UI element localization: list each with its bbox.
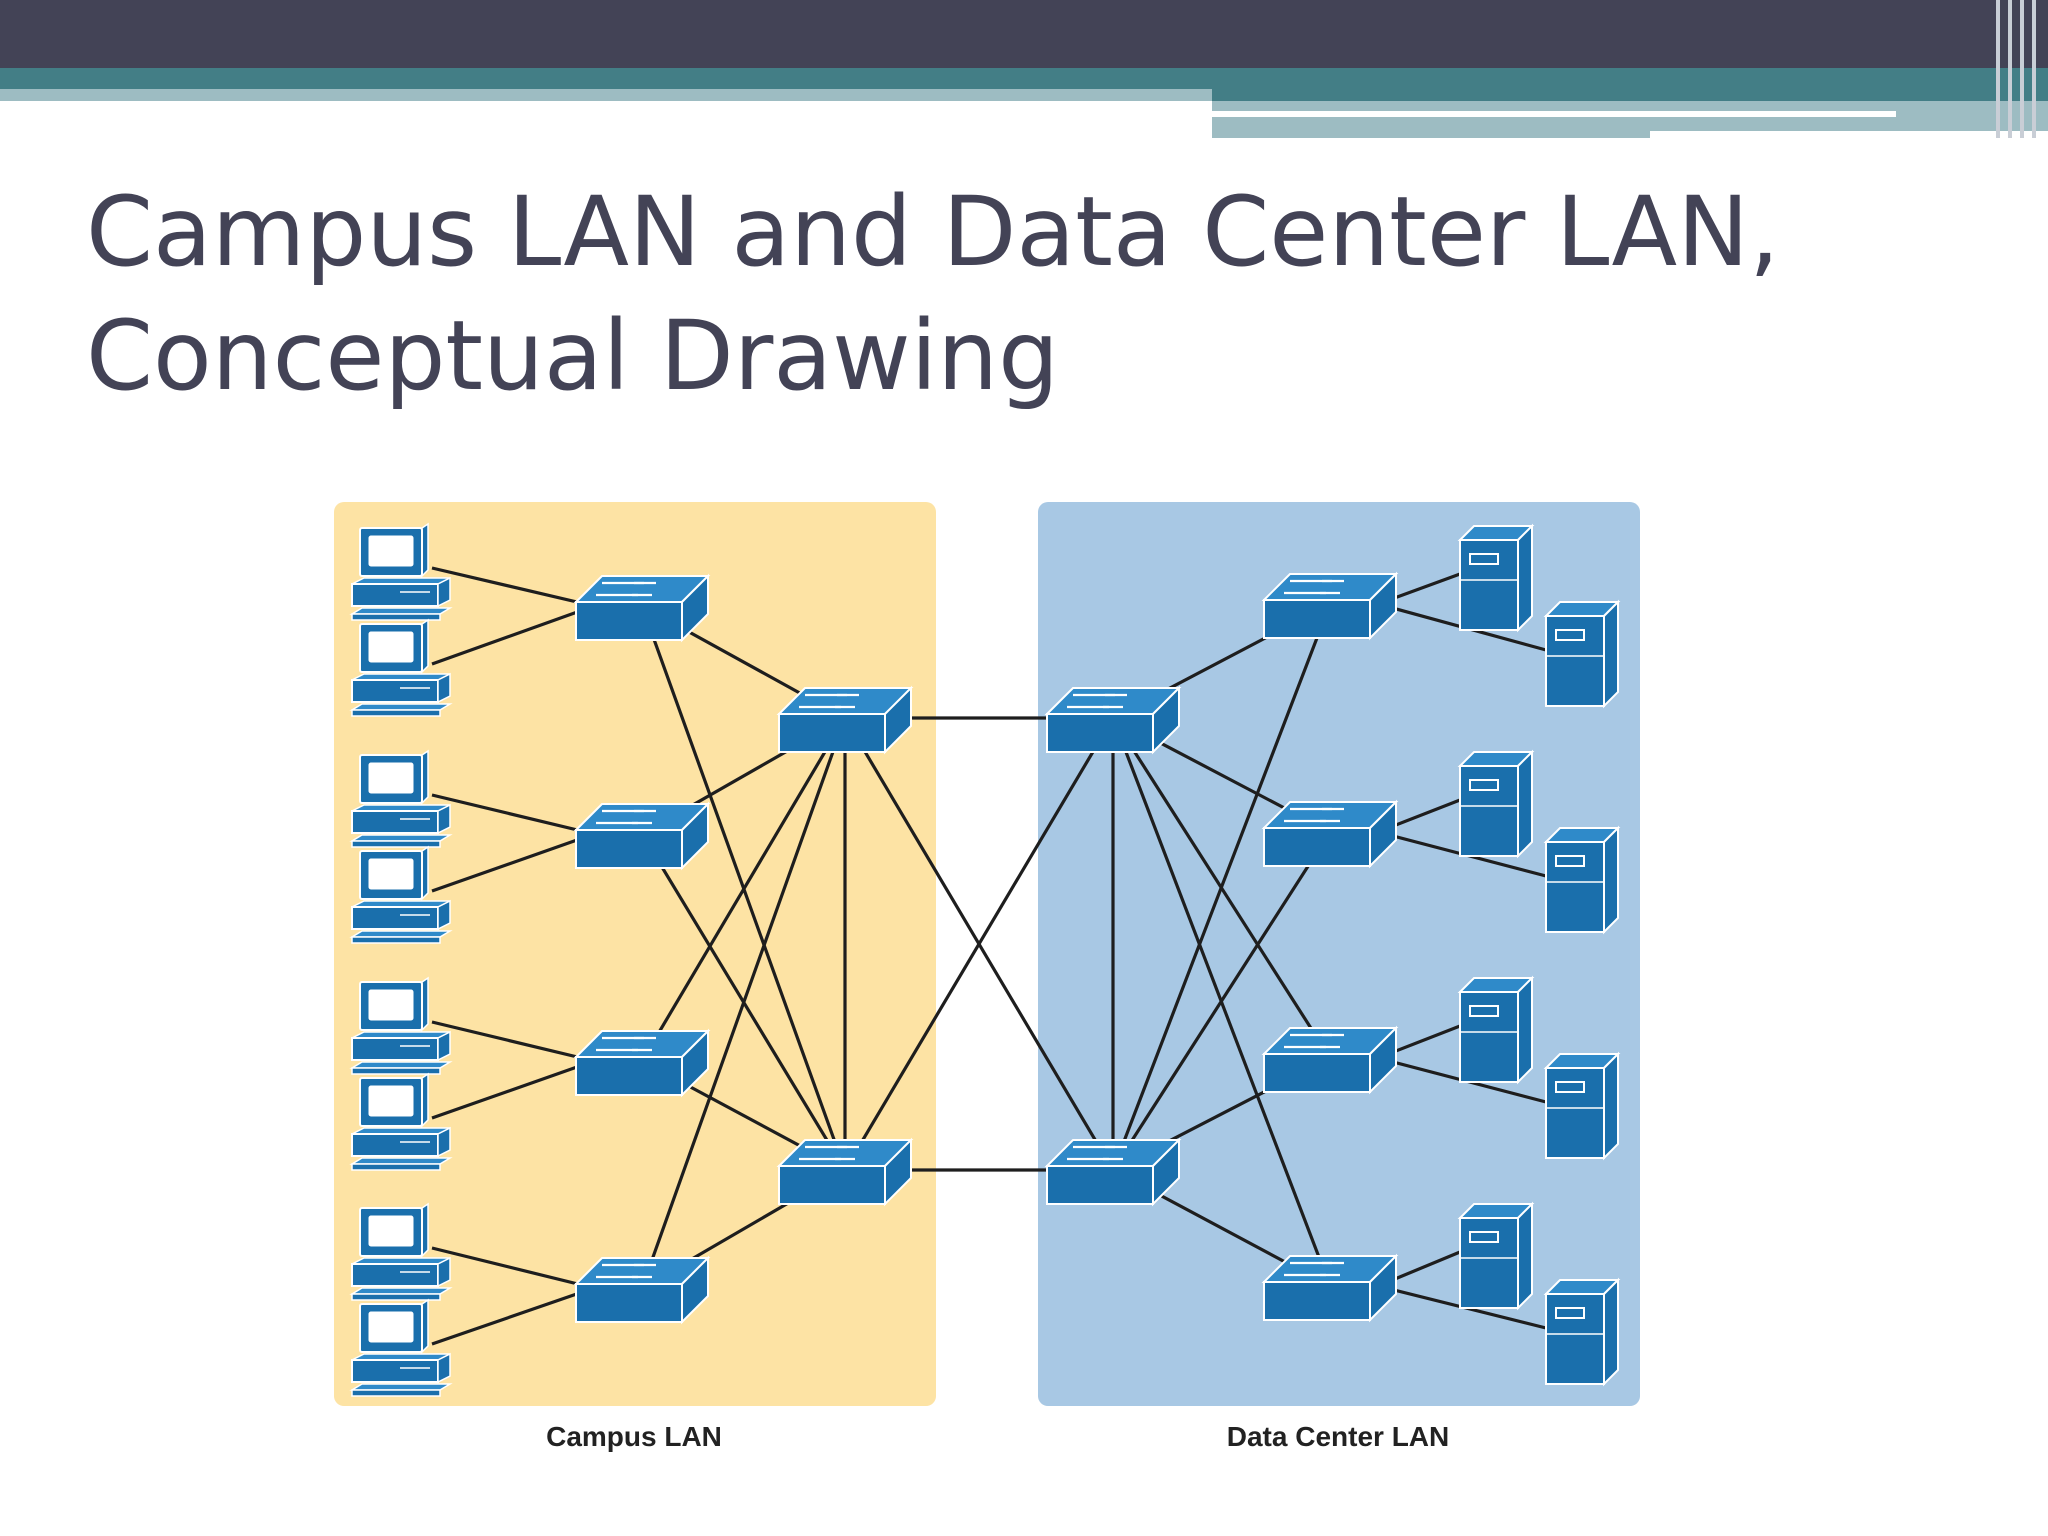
pc-icon [349,976,453,1075]
switch-icon [1261,1025,1399,1095]
switch-icon [573,573,711,643]
switch-icon [1044,1137,1182,1207]
devices-layer [349,522,1621,1397]
server-icon [1543,825,1621,935]
network-link [431,793,595,836]
server-icon [1457,975,1535,1085]
pc-icon [349,1072,453,1171]
banner-edge-bar [1996,0,2000,138]
pc-icon [349,1298,453,1397]
switch-icon [776,685,914,755]
banner-step-teal [1212,89,2048,101]
campus-lan-label: Campus LAN [546,1421,722,1452]
switch-icon [1261,1253,1399,1323]
network-link [1111,717,1332,1059]
pc-icon [349,749,453,848]
network-link [431,566,595,608]
banner-stripe-light [0,89,1212,101]
network-link [431,1286,595,1346]
network-link [640,717,847,1062]
pc-icon [349,845,453,944]
network-link [431,1246,595,1290]
switch-icon [1261,799,1399,869]
pc-icon [349,522,453,621]
server-icon [1543,1051,1621,1161]
pc-icon [349,618,453,717]
switch-icon [573,1255,711,1325]
banner-edge-bar [2008,0,2012,138]
server-icon [1457,749,1535,859]
switch-icon [573,801,711,871]
network-link [431,604,595,666]
switch-icon [1261,571,1399,641]
title-line-1: Campus LAN and Data Center LAN, [86,176,1780,288]
network-link [640,717,847,1289]
network-link [1111,717,1332,1287]
banner-highlight-line-2 [1650,131,2048,138]
switch-icon [1044,685,1182,755]
server-icon [1457,1201,1535,1311]
switch-icon [776,1137,914,1207]
network-link [431,1020,595,1063]
banner-highlight-line [1212,111,1896,117]
datacenter-lan-label: Data Center LAN [1227,1421,1449,1452]
network-link [431,832,595,893]
banner-stripe-teal [0,68,2048,89]
pc-icon [349,1202,453,1301]
switch-icon [573,1028,711,1098]
datacenter-lan-zone [1038,502,1640,1406]
network-link [431,1059,595,1120]
banner-edge-bar [2032,0,2036,138]
network-link [843,717,1115,1171]
title-line-2: Conceptual Drawing [86,300,1060,412]
slide-title: Campus LAN and Data Center LAN, Conceptu… [86,170,1886,418]
server-icon [1543,599,1621,709]
server-icon [1543,1277,1621,1387]
server-icon [1457,523,1535,633]
banner-edge-bar [2020,0,2024,138]
top-banner [0,0,2048,68]
